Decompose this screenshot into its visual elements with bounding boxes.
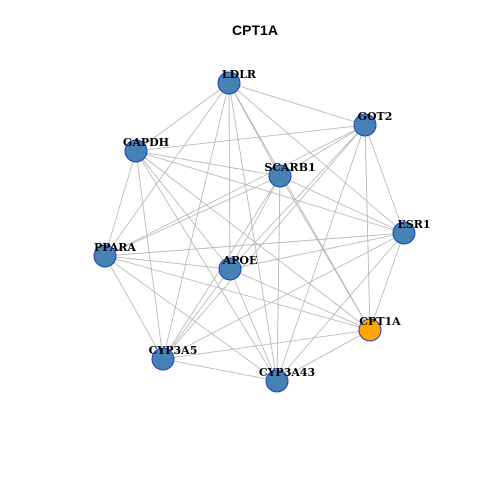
edges-layer bbox=[104, 82, 405, 382]
edge-got2-cyp3a5 bbox=[162, 124, 366, 360]
edge-got2-gapdh bbox=[135, 124, 366, 152]
node-label-esr1: ESR1 bbox=[397, 218, 430, 231]
node-label-cyp3a43: CYP3A43 bbox=[259, 366, 315, 379]
edge-ldlr-cpt1a bbox=[228, 82, 371, 331]
node-cyp3a5[interactable]: CYP3A5 bbox=[149, 344, 198, 371]
edge-cpt1a-cyp3a43 bbox=[276, 329, 371, 382]
node-scarb1[interactable]: SCARB1 bbox=[264, 161, 316, 188]
node-circle-cyp3a5[interactable] bbox=[151, 347, 175, 371]
edge-gapdh-cyp3a43 bbox=[135, 150, 278, 382]
edge-esr1-apoe bbox=[229, 232, 405, 270]
node-cyp3a43[interactable]: CYP3A43 bbox=[259, 366, 315, 393]
edge-got2-cpt1a bbox=[364, 124, 371, 331]
node-ppara[interactable]: PPARA bbox=[93, 241, 136, 268]
edge-gapdh-apoe bbox=[135, 150, 231, 270]
node-circle-ldlr[interactable] bbox=[217, 71, 241, 95]
node-apoe[interactable]: APOE bbox=[218, 254, 258, 281]
node-circle-cpt1a[interactable] bbox=[358, 318, 382, 342]
node-gapdh[interactable]: GAPDH bbox=[123, 136, 169, 163]
edge-cpt1a-cyp3a5 bbox=[162, 329, 371, 360]
edge-got2-ppara bbox=[104, 124, 366, 257]
edge-apoe-cyp3a43 bbox=[229, 268, 278, 382]
edge-ldlr-cyp3a5 bbox=[162, 82, 230, 360]
edge-scarb1-cpt1a bbox=[279, 175, 371, 331]
edge-scarb1-ppara bbox=[104, 175, 281, 257]
edge-got2-scarb1 bbox=[279, 124, 366, 177]
edge-got2-apoe bbox=[229, 124, 366, 270]
edge-got2-cyp3a43 bbox=[276, 124, 366, 382]
node-got2[interactable]: GOT2 bbox=[353, 110, 393, 137]
node-label-got2: GOT2 bbox=[358, 110, 393, 123]
edge-apoe-cyp3a5 bbox=[162, 268, 231, 360]
edge-ldlr-apoe bbox=[228, 82, 231, 270]
node-circle-ppara[interactable] bbox=[93, 244, 117, 268]
node-label-apoe: APOE bbox=[222, 254, 258, 267]
node-ldlr[interactable]: LDLR bbox=[217, 68, 257, 95]
edge-gapdh-scarb1 bbox=[135, 150, 281, 177]
edge-esr1-cyp3a5 bbox=[162, 232, 405, 360]
edge-ppara-cyp3a5 bbox=[104, 255, 164, 360]
node-label-scarb1: SCARB1 bbox=[264, 161, 315, 174]
node-label-cpt1a: CPT1A bbox=[359, 315, 401, 328]
node-label-ppara: PPARA bbox=[94, 241, 136, 254]
node-circle-apoe[interactable] bbox=[218, 257, 242, 281]
node-label-ldlr: LDLR bbox=[222, 68, 257, 81]
node-circle-esr1[interactable] bbox=[392, 221, 416, 245]
edge-gapdh-cyp3a5 bbox=[135, 150, 164, 360]
edge-ldlr-got2 bbox=[228, 82, 366, 126]
edge-cyp3a5-cyp3a43 bbox=[162, 358, 278, 382]
node-esr1[interactable]: ESR1 bbox=[392, 218, 431, 245]
edge-ppara-apoe bbox=[104, 255, 231, 270]
edge-esr1-ppara bbox=[104, 232, 405, 257]
node-circle-cyp3a43[interactable] bbox=[265, 369, 289, 393]
edge-ppara-cyp3a43 bbox=[104, 255, 278, 382]
node-circle-got2[interactable] bbox=[353, 113, 377, 137]
edge-esr1-cpt1a bbox=[369, 232, 405, 331]
edge-scarb1-esr1 bbox=[279, 175, 405, 234]
edge-scarb1-apoe bbox=[229, 175, 281, 270]
edge-ldlr-cyp3a43 bbox=[228, 82, 278, 382]
node-cpt1a[interactable]: CPT1A bbox=[358, 315, 401, 342]
edge-gapdh-ppara bbox=[104, 150, 137, 257]
node-circle-scarb1[interactable] bbox=[268, 164, 292, 188]
edge-apoe-cpt1a bbox=[229, 268, 371, 331]
edge-ldlr-gapdh bbox=[135, 82, 230, 152]
edge-scarb1-cyp3a43 bbox=[276, 175, 281, 382]
edge-esr1-cyp3a43 bbox=[276, 232, 405, 382]
edge-ldlr-ppara bbox=[104, 82, 230, 257]
edge-ldlr-esr1 bbox=[228, 82, 405, 234]
graph-title: CPT1A bbox=[232, 22, 278, 38]
node-circle-gapdh[interactable] bbox=[124, 139, 148, 163]
edge-gapdh-cpt1a bbox=[135, 150, 371, 331]
node-label-cyp3a5: CYP3A5 bbox=[149, 344, 198, 357]
edge-ppara-cpt1a bbox=[104, 255, 371, 331]
node-label-gapdh: GAPDH bbox=[123, 136, 169, 149]
edge-got2-esr1 bbox=[364, 124, 405, 234]
